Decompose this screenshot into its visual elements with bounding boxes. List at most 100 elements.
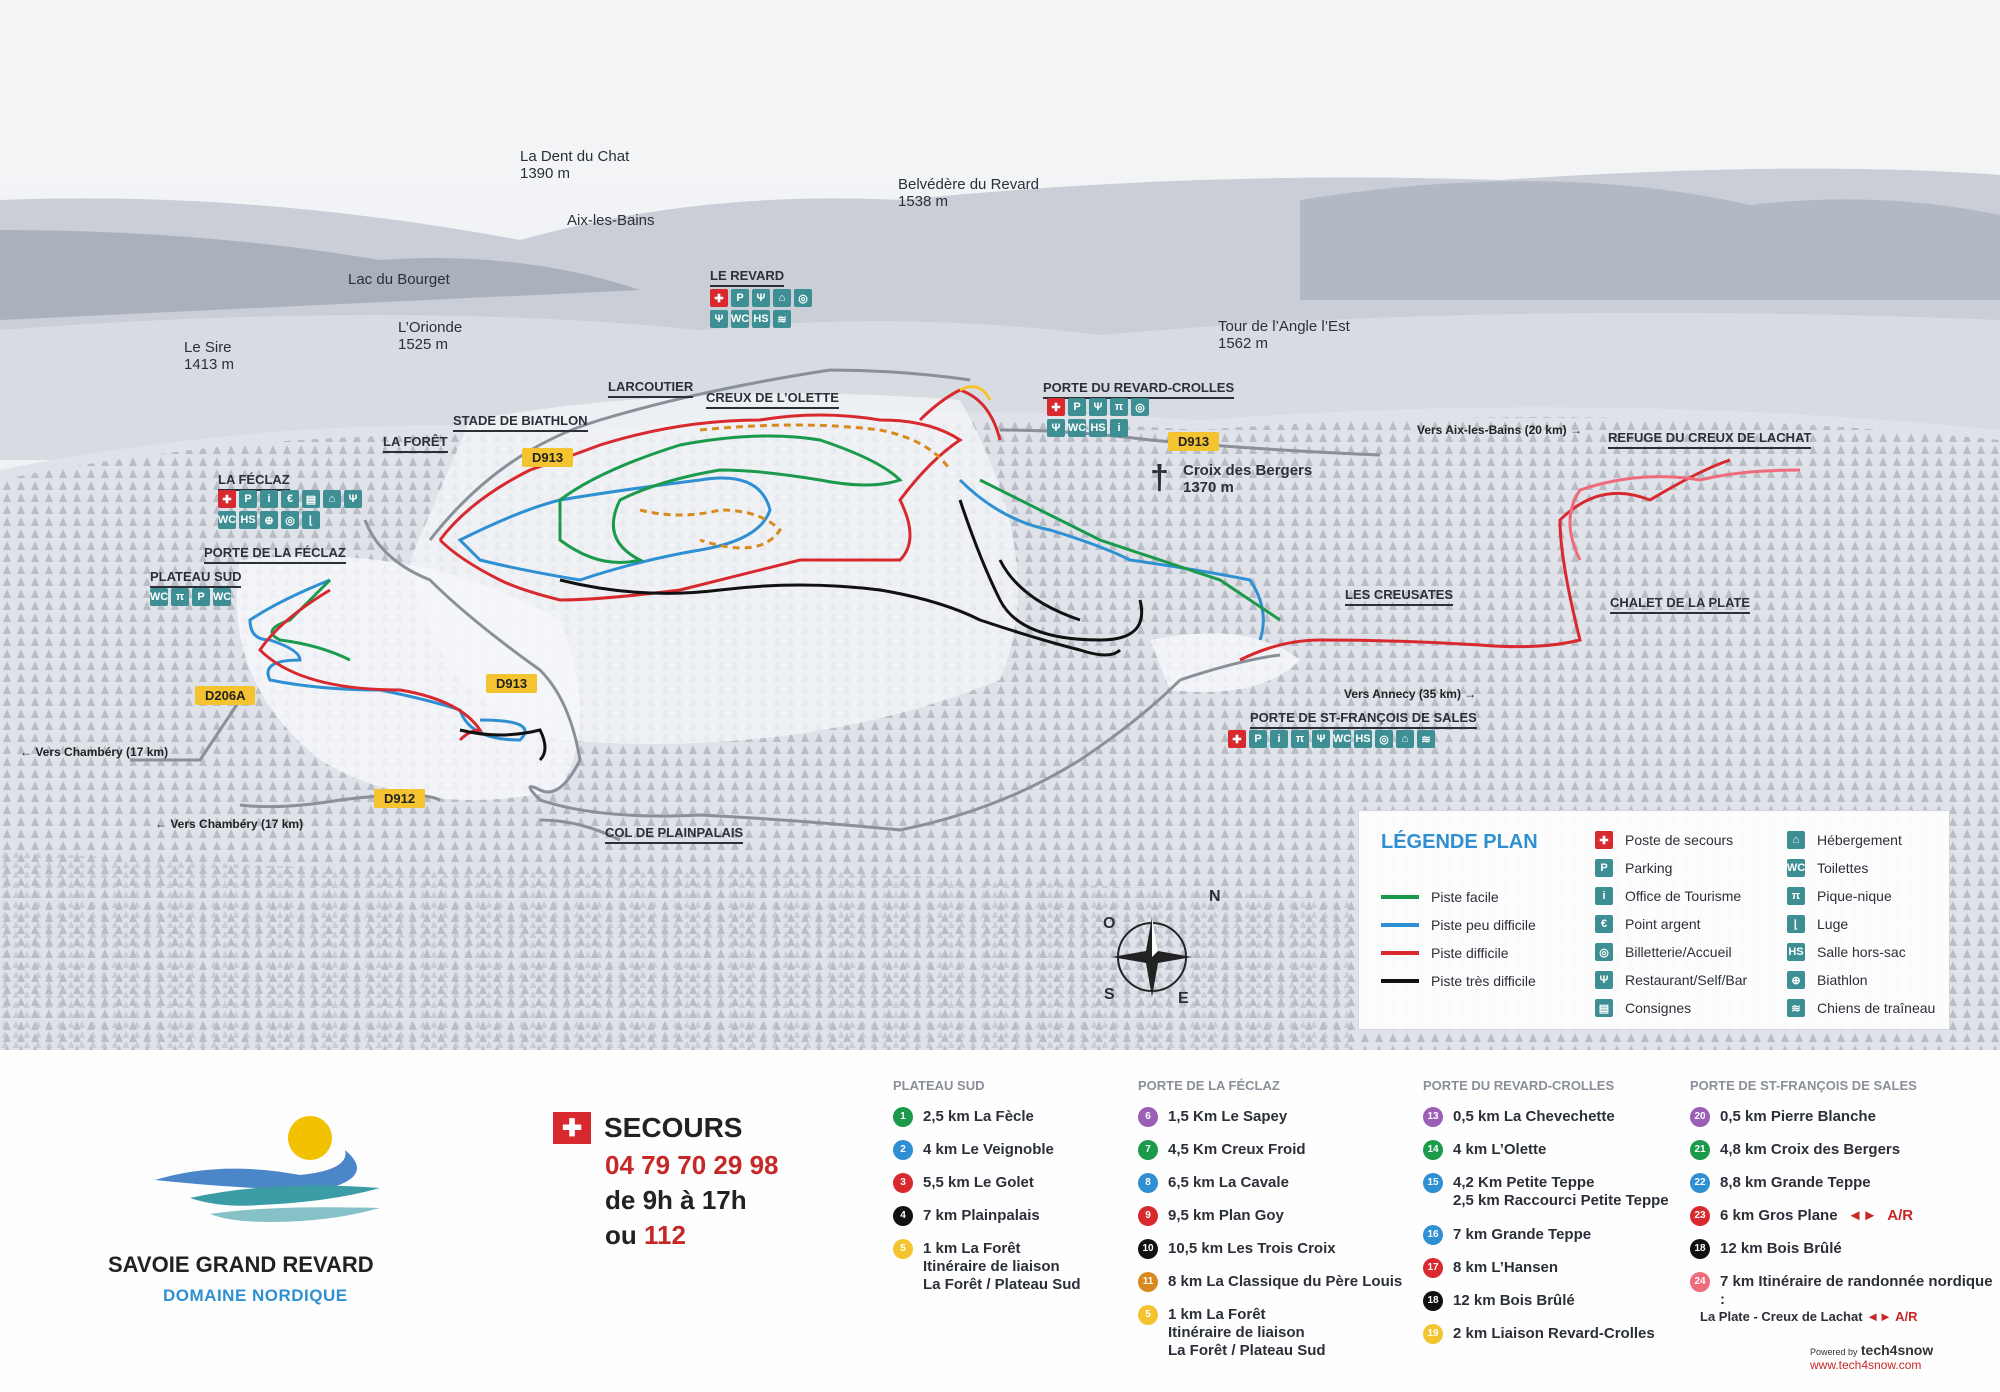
toilets-icon: WC [213,588,231,606]
credit-url[interactable]: www.tech4snow.com [1810,1358,1922,1372]
legend-point-argent: €Point argent [1595,915,1701,933]
place-aix-les-bains: Aix-les-Bains [567,212,655,229]
first-aid-icon: ✚ [710,289,728,307]
ticket-icon: ◎ [794,289,812,307]
info-icon: i [1110,419,1128,437]
parking-icon: P [239,490,257,508]
col-plateau-sud-header: PLATEAU SUD [893,1078,985,1093]
first-aid-icon: ✚ [1595,831,1613,849]
trail-badge: 22 [1690,1173,1710,1193]
line-swatch [1381,979,1419,983]
legend-piste-peu-difficile: Piste peu difficile [1381,917,1536,933]
trail-badge: 18 [1690,1239,1710,1259]
first-aid-icon: ✚ [1047,398,1065,416]
secours-hours: de 9h à 17h [605,1185,747,1215]
ticket-icon: ◎ [1131,398,1149,416]
trail-badge: 5 [893,1239,913,1259]
trail-badge: 1 [893,1107,913,1127]
legend-chiens-traineau: ≋Chiens de traîneau [1787,999,1935,1017]
road-d913-c: D913 [486,674,538,693]
atm-icon: € [1595,915,1613,933]
legend-piste-tres-difficile: Piste très difficile [1381,973,1536,989]
place-plateau-sud: PLATEAU SUD [150,569,242,588]
dir-aix: Vers Aix-les-Bains (20 km) → [1417,423,1582,437]
col-porte-revard-header: PORTE DU REVARD-CROLLES [1423,1078,1615,1093]
picnic-icon: π [1787,887,1805,905]
line-swatch [1381,951,1419,955]
place-refuge-creux-lachat: REFUGE DU CREUX DE LACHAT [1608,430,1812,449]
lodging-icon: ⌂ [1787,831,1805,849]
first-aid-icon: ✚ [1228,730,1246,748]
compass-o: O [1103,915,1116,932]
trail-badge: 9 [1138,1206,1158,1226]
trail-badge: 3 [893,1173,913,1193]
dog-sled-icon: ≋ [1417,730,1435,748]
trail-badge: 7 [1138,1140,1158,1160]
trail-badge: 4 [893,1206,913,1226]
place-chalet-de-la-plate: CHALET DE LA PLATE [1610,595,1751,614]
restaurant-icon: Ψ [1047,419,1065,437]
hors-sac-icon: HS [1089,419,1107,437]
line-swatch [1381,923,1419,927]
legend-piste-facile: Piste facile [1381,889,1499,905]
toilets-icon: WC [1068,419,1086,437]
secours-title: SECOURS [604,1112,743,1143]
savoie-grand-revard-logo [155,1116,380,1222]
biathlon-icon: ⊕ [260,511,278,529]
restaurant-icon: Ψ [1312,730,1330,748]
trail-badge: 13 [1423,1107,1443,1127]
brand-name: SAVOIE GRAND REVARD [108,1252,374,1277]
col-porte-st-francois-header: PORTE DE ST-FRANÇOIS DE SALES [1690,1078,1917,1093]
dir-chambery-2: ← Vers Chambéry (17 km) [155,817,304,831]
secours-or: ou [605,1220,637,1250]
trail-badge: 11 [1138,1272,1158,1292]
info-panel: SAVOIE GRAND REVARD DOMAINE NORDIQUE ✚ S… [0,1050,2000,1392]
secours-phone: 04 79 70 29 98 [605,1150,779,1180]
round-trip-arrow-icon: ◄► [1866,1309,1892,1324]
picnic-icon: π [171,588,189,606]
toilets-icon: WC [218,511,236,529]
lodging-icon: ⌂ [1396,730,1414,748]
lodging-icon: ⌂ [323,490,341,508]
restaurant-icon: Ψ [1595,971,1613,989]
legend-luge: ⌊Luge [1787,915,1848,933]
trail-badge: 21 [1690,1140,1710,1160]
restaurant-icon: Ψ [710,310,728,328]
dog-sled-icon: ≋ [773,310,791,328]
legend-piste-difficile: Piste difficile [1381,945,1509,961]
trail-badge: 10 [1138,1239,1158,1259]
atm-icon: € [281,490,299,508]
place-porte-feclaz: PORTE DE LA FÉCLAZ [204,545,346,564]
picnic-icon: π [1291,730,1309,748]
hors-sac-icon: HS [752,310,770,328]
biathlon-icon: ⊕ [1787,971,1805,989]
restaurant-icon: Ψ [344,490,362,508]
place-le-revard: LE REVARD [710,268,785,287]
trail-badge: 20 [1690,1107,1710,1127]
legend-panel: LÉGENDE PLAN Piste facile Piste peu diff… [1358,810,1950,1030]
place-stade-biathlon: STADE DE BIATHLON [453,413,588,432]
legend-hebergement: ⌂Hébergement [1787,831,1902,849]
